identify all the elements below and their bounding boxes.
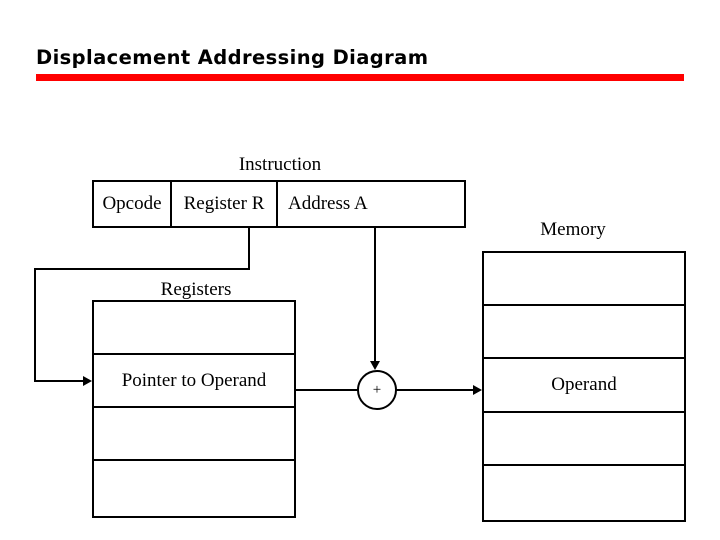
registers-table: Pointer to Operand (92, 300, 296, 518)
register-r-connector-arrowhead (83, 376, 92, 386)
register-r-connector-right-segment (34, 380, 84, 382)
title-underline-rule (36, 74, 684, 81)
registers-row (94, 408, 294, 462)
address-a-connector-arrowhead (370, 361, 380, 370)
instruction-field-opcode: Opcode (94, 182, 172, 226)
instruction-box: Opcode Register R Address A (92, 180, 466, 228)
register-r-connector-vertical-segment (34, 268, 36, 382)
registers-row (94, 302, 294, 356)
instruction-field-register-r-label: Register R (183, 193, 265, 214)
memory-row (484, 306, 684, 360)
instruction-field-address-a-label: Address A (288, 193, 368, 214)
instruction-field-opcode-label: Opcode (102, 193, 162, 214)
memory-row (484, 465, 684, 520)
registers-row-label: Pointer to Operand (121, 369, 267, 391)
register-r-connector-left-segment (34, 268, 250, 270)
instruction-field-address-a: Address A (278, 182, 464, 226)
memory-row-label: Operand (551, 374, 617, 395)
registers-row (94, 461, 294, 516)
memory-row (484, 412, 684, 466)
instruction-field-register-r: Register R (172, 182, 278, 226)
adder-to-memory-connector-line (380, 389, 474, 391)
address-a-connector-line (374, 228, 376, 367)
register-r-connector-down-segment (248, 228, 250, 270)
instruction-label: Instruction (238, 154, 322, 175)
memory-table: Operand (482, 251, 686, 522)
pointer-to-adder-connector-line (296, 389, 376, 391)
registers-label: Registers (160, 279, 232, 300)
memory-row (484, 253, 684, 307)
registers-row-pointer-to-operand: Pointer to Operand (94, 355, 294, 409)
adder-plus-symbol: + (372, 381, 382, 398)
adder-to-memory-arrowhead (473, 385, 482, 395)
memory-label: Memory (540, 219, 606, 240)
adder-node: + (357, 370, 397, 410)
memory-row-operand: Operand (484, 359, 684, 413)
page-title: Displacement Addressing Diagram (36, 46, 429, 69)
